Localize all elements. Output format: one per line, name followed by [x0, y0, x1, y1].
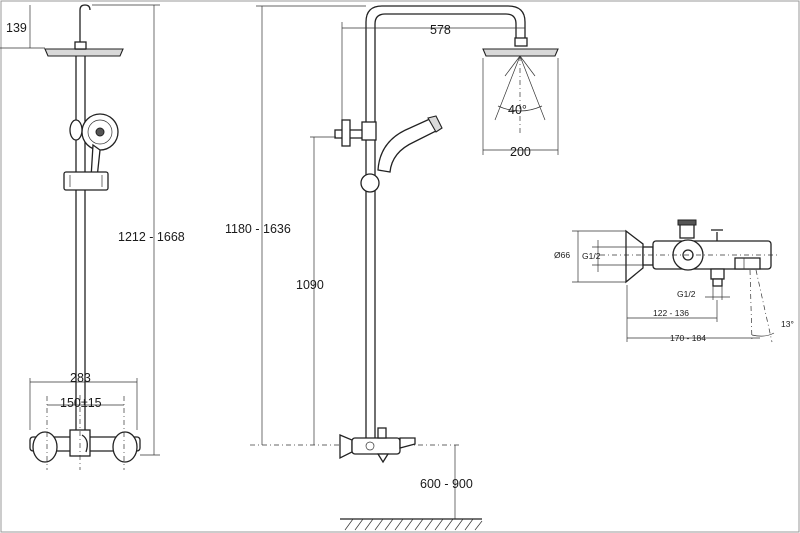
dim-1212-1668: 1212 - 1668	[118, 230, 185, 244]
side-mixer	[351, 437, 401, 455]
ground-hatch	[344, 518, 483, 531]
mixer-detail: Ø66 G1/2 G1/2 122 - 136 170 - 184 13°	[554, 219, 794, 343]
dim-1090: 1090	[296, 278, 324, 292]
side-pipe-inner	[374, 13, 517, 440]
detail-flange	[625, 229, 644, 284]
front-shower-head	[44, 48, 124, 57]
side-slider	[360, 173, 380, 193]
dim-13-deg: 13°	[781, 319, 794, 329]
dim-66: Ø66	[554, 250, 570, 260]
dim-200: 200	[510, 145, 531, 159]
front-slider	[63, 171, 109, 191]
dim-40-deg: 40°	[508, 103, 527, 117]
dim-g12-bottom: G1/2	[677, 289, 696, 299]
dim-g12-vertical: G1/2	[582, 251, 601, 261]
side-view: 578 40° 200 1180 - 1636 1090 600 - 900	[225, 5, 559, 531]
dim-150: 150±15	[60, 396, 102, 410]
dim-578: 578	[430, 23, 451, 37]
dim-139: 139	[6, 21, 27, 35]
dim-600-900: 600 - 900	[420, 477, 473, 491]
front-view: 139 1212 - 1668 283 150±15	[0, 4, 185, 470]
side-pipe-outer	[365, 5, 526, 440]
side-hand-shower	[377, 117, 439, 173]
pipe-top-hook	[79, 4, 91, 48]
dim-283: 283	[70, 371, 91, 385]
dim-170-184: 170 - 184	[670, 333, 706, 343]
dim-122-136: 122 - 136	[653, 308, 689, 318]
side-mixer-flange	[339, 434, 353, 460]
dim-1180-1636: 1180 - 1636	[225, 222, 291, 236]
side-shower-head	[482, 48, 559, 57]
